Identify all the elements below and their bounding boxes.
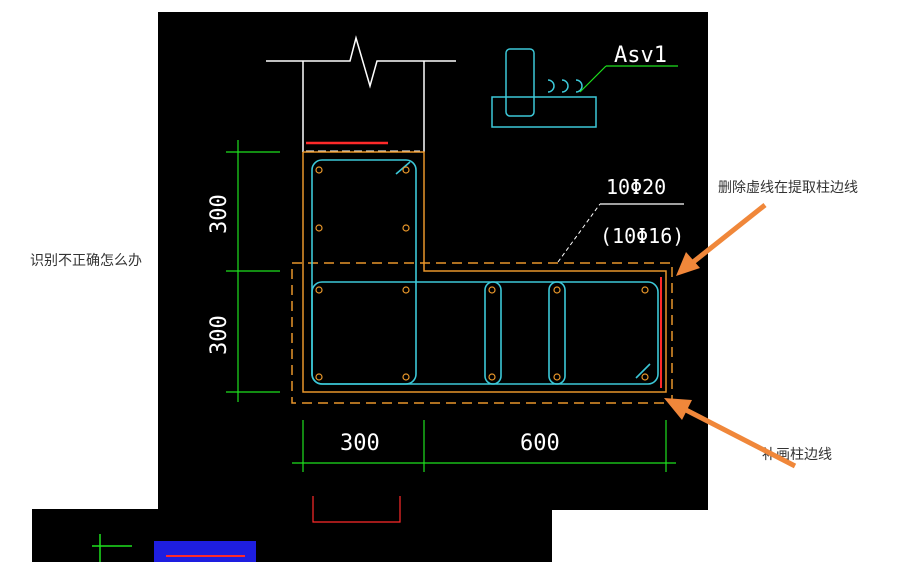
dashed-outline — [291, 262, 673, 404]
asv1-label: Asv1 — [614, 43, 667, 68]
asv1-stirrup-detail — [491, 48, 597, 128]
cad-drawing-area — [158, 12, 708, 510]
dim-h-right: 600 — [520, 431, 560, 456]
bar-leader — [557, 203, 601, 263]
break-line — [266, 35, 456, 152]
column-outline — [302, 151, 667, 393]
dim-v-top: 300 — [207, 194, 232, 234]
lower-blue-block — [154, 541, 256, 562]
lower-red-box — [312, 496, 401, 523]
arrow-to-dashed-edge — [676, 203, 767, 276]
asv1-leader — [579, 65, 607, 93]
cad-drawing-area-lower — [32, 509, 552, 562]
dim-h-left: 300 — [340, 431, 380, 456]
lower-cross-mark — [92, 534, 132, 562]
question-note: 识别不正确怎么办 — [30, 253, 142, 269]
horizontal-dimension — [292, 420, 676, 472]
vertical-dimension — [226, 140, 280, 402]
rebar-stirrups — [311, 159, 659, 385]
bar-main-label: 10Φ20 — [606, 175, 666, 199]
rebar-dots — [315, 166, 649, 381]
arrow-to-bottom-edge — [664, 398, 797, 469]
bar-alt-label: (10Φ16) — [600, 224, 684, 248]
delete-dashed-note: 删除虚线在提取柱边线 — [718, 180, 858, 196]
dim-v-bottom: 300 — [207, 315, 232, 355]
